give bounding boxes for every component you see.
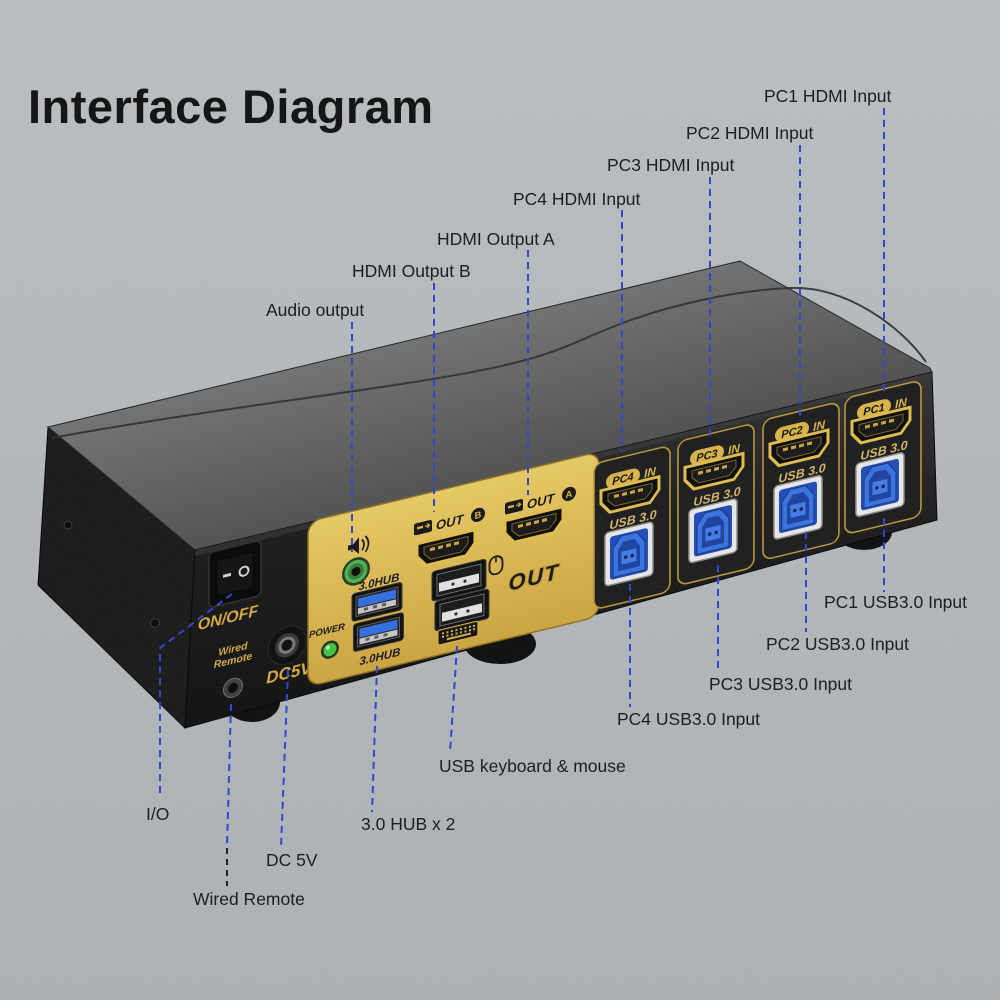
interface-diagram-page: Interface Diagram [0,0,1000,1000]
interface-diagram: Interface Diagram [0,0,1000,1000]
photo-grain-overlay [0,0,1000,1000]
